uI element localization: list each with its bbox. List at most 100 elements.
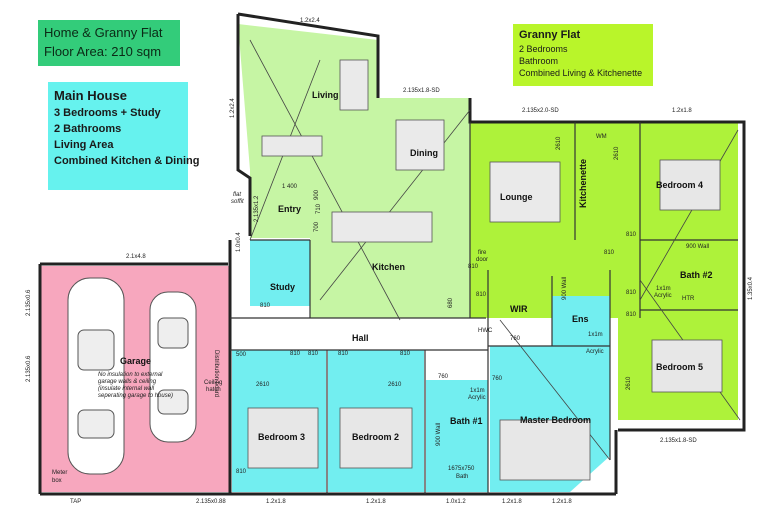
dim-810-a: 810: [290, 351, 301, 357]
info-box-home: Home & Granny Flat Floor Area: 210 sqm: [38, 20, 180, 66]
main-house-item: 2 Bathrooms: [54, 123, 122, 135]
home-floor-area: Floor Area: 210 sqm: [44, 44, 162, 59]
flat-soffit-1: flat: [233, 192, 241, 198]
room-bedroom4: Bedroom 4: [656, 180, 703, 190]
room-garage: Garage: [120, 356, 151, 366]
main-house-item: 3 Bedrooms + Study: [54, 107, 161, 119]
room-living: Living: [312, 90, 339, 100]
room-study: Study: [270, 282, 295, 292]
ceiling-hatch-1: Ceiling: [204, 380, 222, 386]
dim-bedroom2-window: 1.2x1.8: [366, 499, 386, 505]
acrylic-bath1-1: 1x1m: [470, 388, 485, 394]
walls: [38, 12, 746, 496]
dim-bedroom3-window: 1.2x1.8: [266, 499, 286, 505]
living-dining-area: [238, 24, 470, 318]
car-right: [149, 291, 197, 443]
room-bedroom5: Bedroom 5: [656, 362, 703, 372]
dim-810-f: 810: [468, 264, 479, 270]
room-dining: Dining: [410, 148, 438, 158]
acrylic-ens-1: 1x1m: [588, 332, 603, 338]
room-lounge: Lounge: [500, 192, 533, 202]
dim-810-j: 810: [236, 469, 247, 475]
info-box-granny-flat: Granny Flat 2 Bedrooms Bathroom Combined…: [513, 24, 653, 86]
room-bath2: Bath #2: [680, 270, 713, 280]
meter-box-1: Meter: [52, 470, 67, 476]
dim-810-e: 810: [476, 292, 487, 298]
dim-study-door: 810: [260, 303, 271, 309]
dim-garage-door: 2.1x4.8: [126, 254, 146, 260]
dim-bedroom4-window: 1.2x1.8: [672, 108, 692, 114]
dim-810-d: 810: [400, 351, 411, 357]
dim-810-h: 810: [604, 250, 615, 256]
acrylic-bath2-1: 1x1m: [656, 286, 671, 292]
dim-1-0x0-4: 1.0x0.4: [236, 232, 242, 252]
dim-900: 900: [314, 189, 320, 200]
acrylic-bath1-2: Acrylic: [468, 395, 486, 401]
dim-garage-side-b: 2.135x0.6: [26, 355, 32, 382]
dim-500: 500: [236, 352, 247, 358]
dim-master-window-b: 1.2x1.8: [552, 499, 572, 505]
granny-flat-item: Combined Living & Kitchenette: [519, 68, 643, 78]
dim-2610-d: 2610: [626, 376, 632, 390]
dim-1400: 1 400: [282, 184, 298, 190]
wm-label: WM: [596, 134, 607, 140]
room-wir: WIR: [510, 304, 528, 314]
distribution-board-label: Distribution board: [213, 350, 219, 397]
dim-bath1-window: 1.0x1.2: [446, 499, 466, 505]
bath-size-1: 1675x750: [448, 466, 475, 472]
hall-fill: [230, 318, 486, 350]
room-entry: Entry: [278, 204, 301, 214]
garage-note-1: No insulation to external: [98, 372, 163, 378]
dim-garage-side-a: 2.135x0.6: [26, 289, 32, 316]
garage-note-3: (insulate internal wall: [98, 386, 155, 392]
home-title: Home & Granny Flat: [44, 25, 163, 40]
room-bedroom3: Bedroom 3: [258, 432, 305, 442]
dim-side-window: 1.2x2.4: [230, 98, 236, 118]
info-box-main-house: Main House 3 Bedrooms + Study 2 Bathroom…: [48, 82, 200, 190]
bath-size-2: Bath: [456, 474, 468, 480]
garage-note-2: garage walls & ceiling: [98, 379, 157, 385]
granny-flat-item: 2 Bedrooms: [519, 44, 568, 54]
fire-door-2: door: [476, 257, 488, 263]
dim-810-k: 810: [626, 290, 637, 296]
dim-710: 710: [316, 203, 322, 214]
dim-810-c: 810: [338, 351, 349, 357]
dim-2610-b: 2610: [388, 382, 402, 388]
main-house-title: Main House: [54, 88, 127, 103]
dim-bath2-window: 1.35x0.4: [748, 276, 754, 300]
flat-soffit-2: soffit: [231, 199, 244, 205]
room-ens: Ens: [572, 314, 589, 324]
beds: [247, 159, 723, 481]
ens-fill: [552, 296, 610, 348]
dim-760-b: 760: [492, 376, 503, 382]
room-kitchenette: Kitchenette: [578, 159, 588, 208]
dim-2610-c: 2610: [614, 146, 620, 160]
tap-label: TAP: [70, 499, 81, 505]
meter-box-2: box: [52, 478, 62, 484]
dim-bottom-door: 2.135x0.88: [196, 499, 226, 505]
dim-entry-window: 2.135x1.2: [254, 195, 260, 222]
furniture: [261, 59, 561, 243]
wall-900-c: 900 Wall: [436, 423, 442, 446]
main-house-item: Combined Kitchen & Dining: [54, 155, 200, 167]
room-hall: Hall: [352, 333, 369, 343]
dim-top-window: 1.2x2.4: [300, 18, 320, 24]
room-bedroom2: Bedroom 2: [352, 432, 399, 442]
dim-680: 680: [448, 297, 454, 308]
wall-900-b: 900 Wall: [686, 244, 709, 250]
main-house-item: Living Area: [54, 139, 114, 151]
dim-master-window-a: 1.2x1.8: [502, 499, 522, 505]
fire-door-1: fire: [478, 250, 487, 256]
htr-label: HTR: [682, 296, 695, 302]
acrylic-bath2-2: Acrylic: [654, 293, 672, 299]
room-kitchen: Kitchen: [372, 262, 405, 272]
garage-note-4: seperating garage to house): [98, 393, 173, 399]
room-bath1: Bath #1: [450, 416, 483, 426]
dim-lounge-door: 2.135x2.0-SD: [522, 108, 559, 114]
granny-flat-title: Granny Flat: [519, 29, 581, 41]
dim-bedroom5-door: 2.135x1.8-SD: [660, 438, 697, 444]
bath1-fill: [426, 380, 488, 492]
dim-760-a: 760: [438, 374, 449, 380]
dim-700: 700: [314, 221, 320, 232]
